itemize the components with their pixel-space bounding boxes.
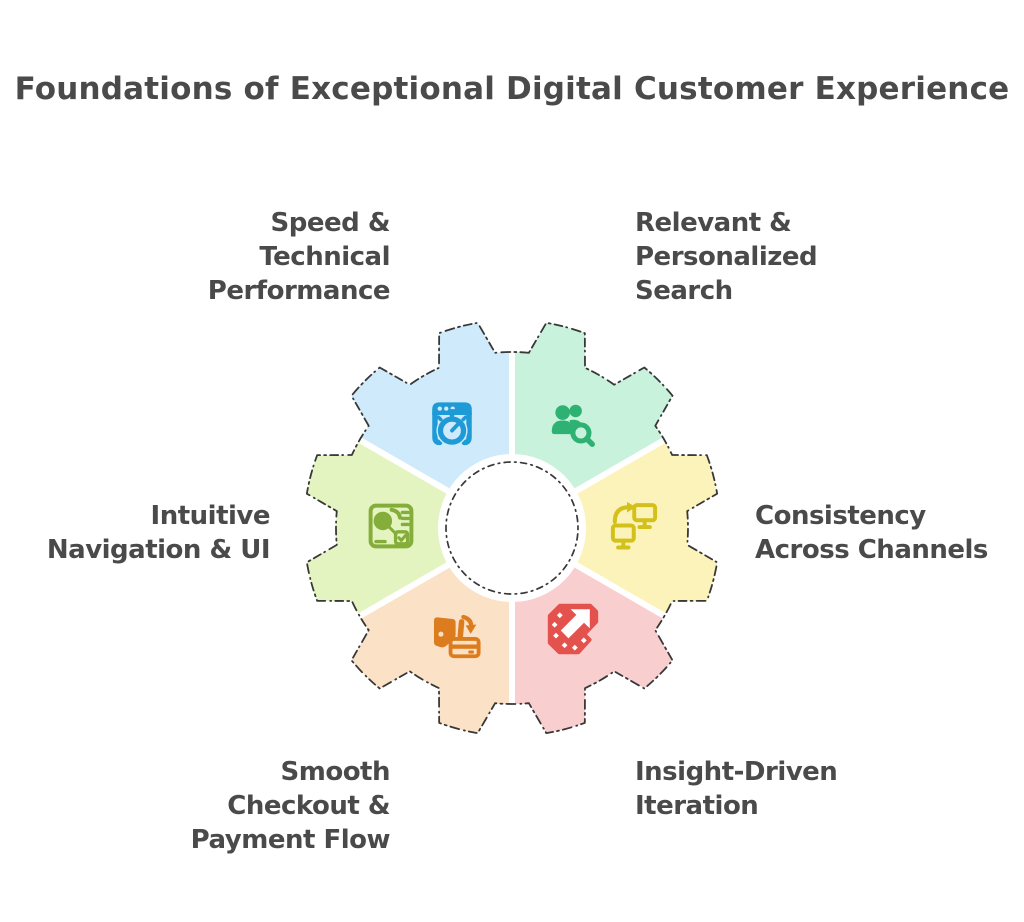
label-line: Intuitive (150, 501, 271, 531)
segment-label-insight-driven-iteration: Insight-Driven Iteration (635, 755, 838, 823)
label-line: Smooth (280, 757, 391, 787)
wallet-card-icon (434, 614, 481, 659)
segment-consistency-across-channels (509, 412, 718, 644)
gear-outline (305, 321, 719, 735)
page-title-line: Experience (814, 71, 1010, 107)
wireframe-ui-icon (368, 503, 414, 549)
label-line: Personalized (635, 242, 818, 272)
label-line: Search (635, 276, 733, 306)
users-search-icon (551, 404, 595, 447)
label-line: Navigation & UI (46, 535, 271, 565)
segment-label-consistency-across-channels: Consistency Across Channels (755, 499, 988, 567)
arrow-badge-icon (547, 603, 599, 655)
browser-stopwatch-icon (432, 402, 472, 447)
gear-hub (445, 461, 579, 595)
label-line: Checkout & (227, 791, 390, 821)
segment-label-smooth-checkout-payment-flow: Smooth Checkout & Payment Flow (190, 755, 391, 857)
segment-label-speed-technical-performance: Speed & Technical Performance (207, 206, 391, 308)
label-line: Speed & (270, 208, 391, 238)
label-line: Relevant & (635, 208, 792, 238)
gear-diagram (305, 321, 719, 735)
label-line: Performance (207, 276, 391, 306)
label-line: Technical (259, 242, 390, 272)
label-line: Insight-Driven (635, 757, 838, 787)
page-title-line: Foundations of Exceptional Digital Custo… (14, 71, 804, 107)
label-line: Payment Flow (190, 825, 391, 855)
label-line: Consistency (755, 501, 926, 531)
monitors-sync-icon (610, 501, 658, 550)
page-title: Foundations of Exceptional Digital Custo… (0, 68, 1024, 110)
segment-label-intuitive-navigation-ui: Intuitive Navigation & UI (46, 499, 271, 567)
label-line: Across Channels (755, 535, 988, 565)
segment-intuitive-navigation-ui (306, 412, 515, 644)
label-line: Iteration (635, 791, 759, 821)
segment-label-relevant-personalized-search: Relevant & Personalized Search (635, 206, 818, 308)
